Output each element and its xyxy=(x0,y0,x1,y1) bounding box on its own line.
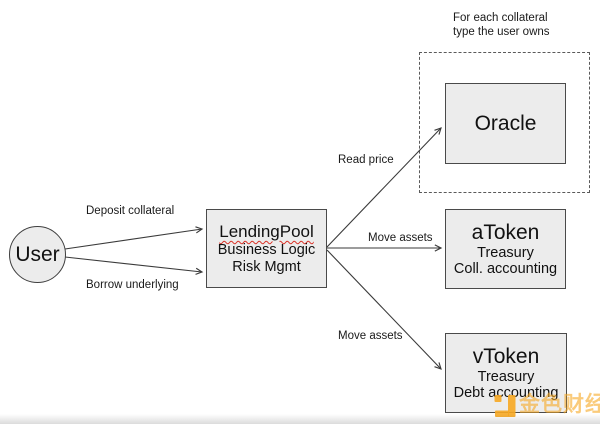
node-lendingpool: LendingPool Business Logic Risk Mgmt xyxy=(206,209,327,288)
edge-label-borrow-underlying: Borrow underlying xyxy=(86,279,179,291)
node-oracle: Oracle xyxy=(445,83,566,164)
arrow-read-price xyxy=(326,127,442,248)
node-vtoken-subtitle1: Treasury xyxy=(477,368,535,385)
arrow-borrow-underlying xyxy=(64,256,204,275)
node-user: User xyxy=(9,226,66,283)
collateral-group-note-line1: For each collateral xyxy=(453,12,548,24)
collateral-group-note-line2: type the user owns xyxy=(453,25,550,38)
edge-label-move-assets-atoken: Move assets xyxy=(368,232,433,244)
edge-label-deposit-collateral: Deposit collateral xyxy=(86,205,175,217)
node-atoken-subtitle2: Coll. accounting xyxy=(453,261,558,277)
watermark-jinse-finance: 金色财经 xyxy=(494,394,600,418)
node-atoken-subtitle1: Treasury xyxy=(477,244,534,261)
node-lendingpool-subtitle2: Risk Mgmt xyxy=(232,258,301,275)
arrow-move-assets-vtoken xyxy=(326,249,442,370)
edge-label-read-price: Read price xyxy=(338,154,394,166)
node-vtoken-subtitle2: Debt accounting xyxy=(453,385,559,401)
node-lendingpool-subtitle1: Business Logic xyxy=(217,242,316,258)
node-user-label: User xyxy=(15,242,60,266)
node-oracle-title: Oracle xyxy=(474,111,537,135)
node-lendingpool-title: LendingPool xyxy=(219,222,314,241)
node-atoken-title: aToken xyxy=(471,220,540,244)
edge-label-move-assets-vtoken: Move assets xyxy=(338,330,403,342)
jinse-finance-logo-icon xyxy=(494,395,516,417)
node-atoken: aToken Treasury Coll. accounting xyxy=(445,209,566,289)
watermark-brand-text: 金色财经 xyxy=(519,393,600,416)
collateral-group-dashed-box xyxy=(419,52,590,193)
collateral-group-note: For each collateral type the user owns xyxy=(453,12,550,39)
arrow-deposit-collateral xyxy=(64,226,204,250)
node-vtoken-title: vToken xyxy=(472,344,540,368)
